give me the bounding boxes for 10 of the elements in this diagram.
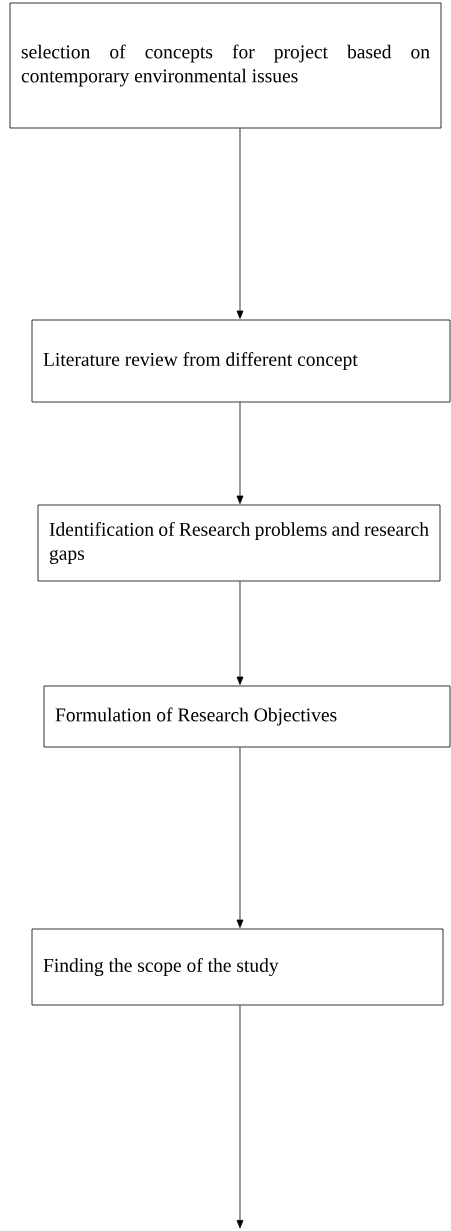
arrow: [236, 581, 244, 685]
arrow: [236, 1005, 244, 1229]
process-box: selection of concepts for project based on contemporary environmental issues: [9, 2, 442, 129]
arrow: [236, 128, 244, 319]
process-box: Formulation of Research Objectives: [43, 685, 451, 748]
process-box: Literature review from different concept: [31, 319, 451, 403]
process-box: Finding the scope of the study: [31, 928, 444, 1006]
arrow: [236, 402, 244, 504]
arrow: [236, 747, 244, 928]
process-box: Identification of Research problems and research gaps: [37, 504, 441, 582]
